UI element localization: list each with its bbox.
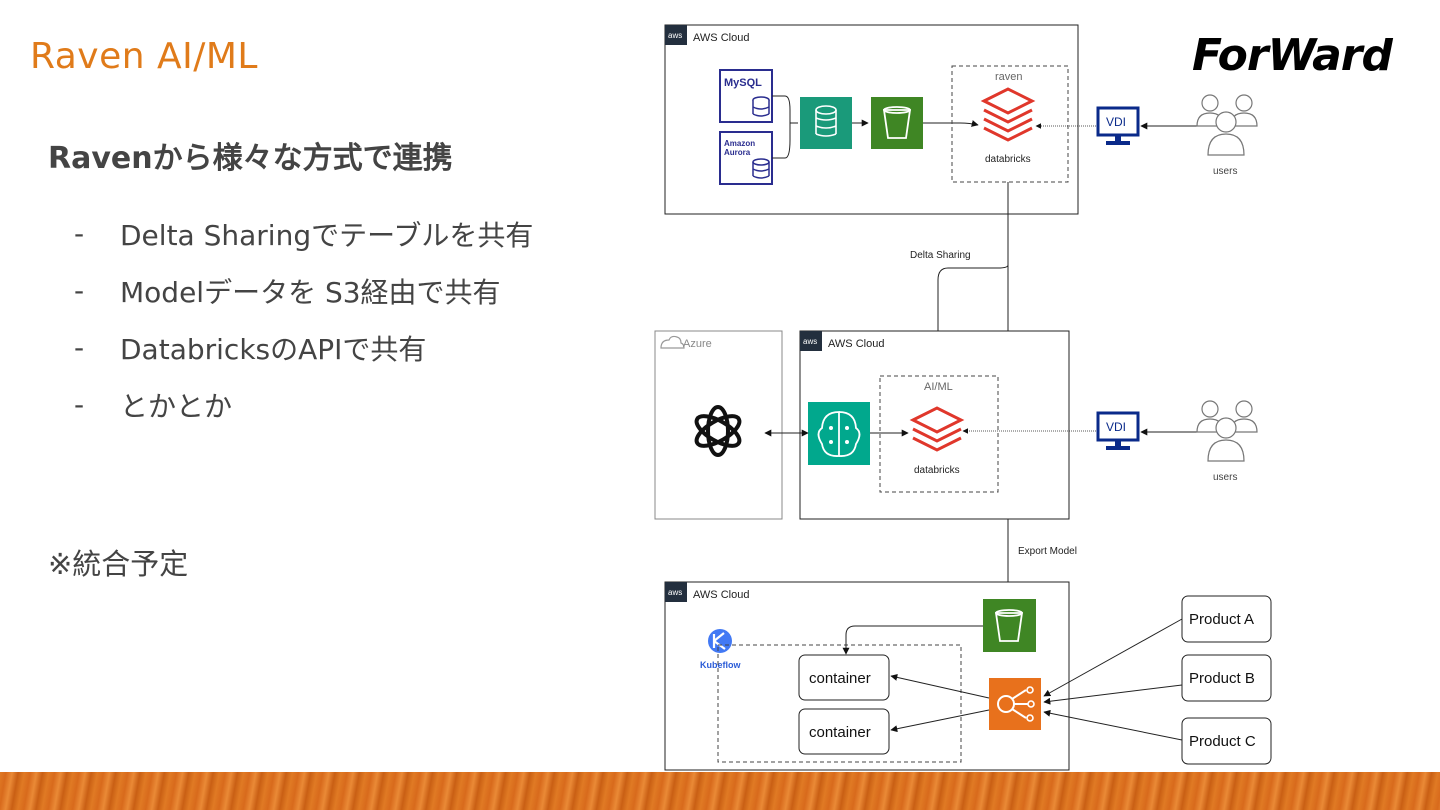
databricks-icon: [909, 406, 965, 452]
aws-badge-icon: [665, 582, 687, 602]
kubeflow-label: Kubeflow: [700, 660, 741, 670]
kubeflow-icon: [708, 629, 732, 653]
s3-bucket-icon: [871, 97, 923, 149]
bullet-item: - Modelデータを S3経由で共有: [74, 262, 533, 319]
users-label: users: [1213, 166, 1237, 177]
vdi-label: VDI: [1106, 420, 1126, 434]
bullet-marker: -: [74, 388, 85, 421]
raven-box-label: raven: [995, 71, 1023, 83]
export-model-label: Export Model: [1018, 546, 1077, 557]
databricks-icon: [980, 87, 1036, 142]
bullet-item: - とかとか: [74, 376, 533, 433]
cloud-label: AWS Cloud: [693, 32, 749, 44]
bullet-list: - Delta Sharingでテーブルを共有 - Modelデータを S3経由で共…: [74, 205, 533, 433]
raven-dashed-box: [951, 65, 1069, 183]
dms-migration-icon: [800, 97, 852, 149]
delta-sharing-label: Delta Sharing: [910, 250, 971, 261]
bullet-marker: -: [74, 217, 85, 250]
mysql-label: MySQL: [724, 77, 762, 89]
users-label: users: [1213, 472, 1237, 483]
product-a-box: Product A: [1181, 595, 1272, 643]
company-logo: ForWard: [1192, 38, 1406, 72]
container-box: [798, 708, 890, 755]
azure-cloud-box: Azure: [654, 330, 783, 520]
mysql-database-icon: MySQL: [719, 69, 773, 123]
footer-decorative-band: [0, 772, 1440, 810]
mid-aws-cloud: aws AWS Cloud AI/ML databricks: [764, 330, 1098, 520]
vdi-monitor-icon: [1096, 411, 1140, 450]
bullet-marker: -: [74, 331, 85, 364]
integration-note: ※統合予定: [48, 547, 189, 581]
bullet-marker: -: [74, 274, 85, 307]
product-label: Product B: [1189, 670, 1255, 687]
users-icon: [1196, 400, 1258, 462]
slide-heading: Ravenから様々な方式で連携: [48, 141, 453, 176]
top-aws-cloud: aws AWS Cloud MySQL Amazon Aurora: [664, 24, 1258, 215]
sagemaker-brain-icon: [808, 402, 870, 465]
cloud-label: AWS Cloud: [828, 338, 884, 350]
bullet-text: Modelデータを S3経由で共有: [120, 275, 501, 309]
container-label: container: [809, 670, 871, 687]
aurora-label-1: Amazon: [724, 139, 755, 148]
cloud-label: AWS Cloud: [693, 589, 749, 601]
bottom-aws-cloud: aws AWS Cloud Kubeflow container contain…: [664, 581, 1070, 771]
aws-badge-text: aws: [668, 588, 682, 597]
product-label: Product A: [1189, 611, 1254, 628]
vdi-label: VDI: [1106, 115, 1126, 129]
aurora-label-2: Aurora: [724, 148, 751, 157]
product-b-box: Product B: [1181, 654, 1272, 702]
logo-text: ForWard: [1192, 38, 1393, 72]
azure-cloud-icon: [660, 335, 685, 349]
bullet-item: - Delta Sharingでテーブルを共有: [74, 205, 533, 262]
s3-bucket-icon: [983, 599, 1036, 652]
bullet-text: DatabricksのAPIで共有: [120, 332, 427, 366]
kubeflow-dashed-box: [717, 644, 962, 763]
bullet-item: - DatabricksのAPIで共有: [74, 319, 533, 376]
aurora-database-icon: Amazon Aurora: [719, 131, 773, 185]
container-box: [798, 654, 890, 701]
azure-label: Azure: [683, 338, 712, 350]
openai-icon: [694, 405, 742, 457]
product-label: Product C: [1189, 733, 1256, 750]
bullet-text: Delta Sharingでテーブルを共有: [120, 218, 534, 252]
aws-badge-icon: [665, 25, 687, 45]
databricks-label: databricks: [985, 154, 1031, 165]
brand-title: Raven AI/ML: [30, 36, 258, 77]
databricks-label: databricks: [914, 465, 960, 476]
product-c-box: Product C: [1181, 717, 1272, 765]
aws-badge-text: aws: [803, 337, 817, 346]
aws-badge-icon: [800, 331, 822, 351]
aiml-dashed-box: [879, 375, 999, 493]
vdi-monitor-icon: [1096, 106, 1140, 145]
bullet-text: とかとか: [120, 389, 233, 423]
aiml-box-label: AI/ML: [924, 381, 953, 393]
container-label: container: [809, 724, 871, 741]
aws-badge-text: aws: [668, 31, 682, 40]
load-balancer-icon: [989, 678, 1041, 730]
users-icon: [1196, 94, 1258, 156]
